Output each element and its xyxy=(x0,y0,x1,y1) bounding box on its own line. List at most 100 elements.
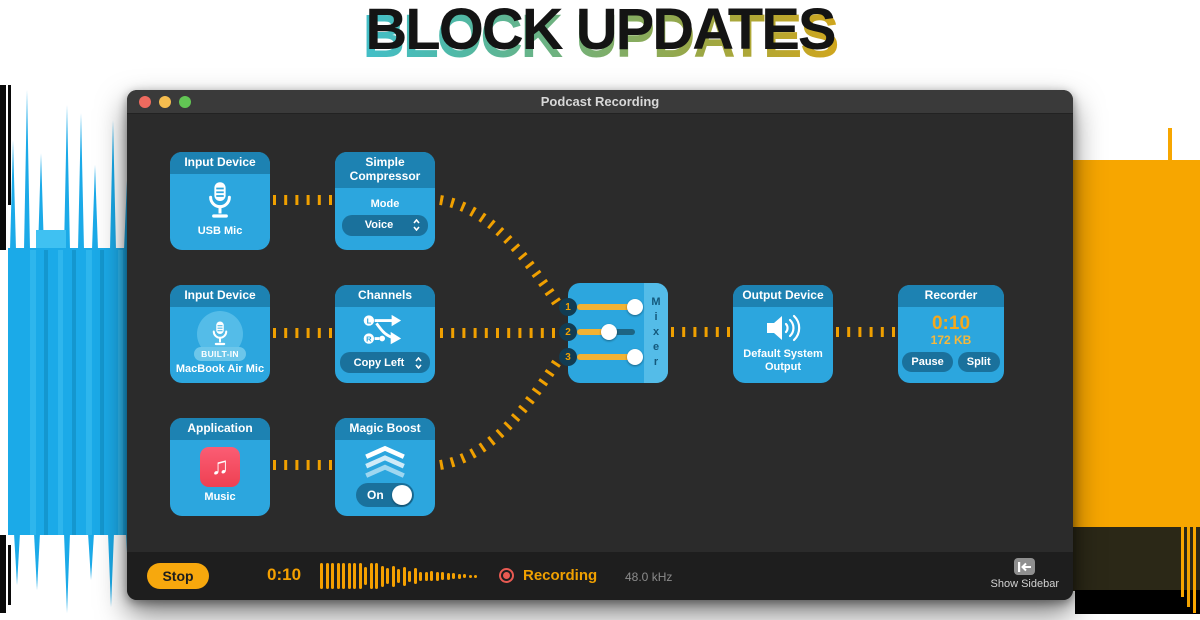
svg-text:L: L xyxy=(367,317,372,326)
window-title: Podcast Recording xyxy=(540,94,660,109)
waveform-bar xyxy=(353,563,356,589)
waveform-bar xyxy=(380,565,384,587)
wire-boost-to-mixer xyxy=(439,359,562,470)
block-header: Application xyxy=(170,418,270,440)
right-art xyxy=(1060,0,1200,620)
waveform-bar xyxy=(441,572,444,580)
mixer-slider-2[interactable] xyxy=(577,324,635,340)
block-input-device-usb[interactable]: Input Device USB Mic xyxy=(170,152,270,250)
mixer-slider-1[interactable] xyxy=(577,299,643,315)
block-header: Output Device xyxy=(733,285,833,307)
waveform-bar xyxy=(424,571,428,581)
waveform-bar xyxy=(430,571,433,581)
block-header: Magic Boost xyxy=(335,418,435,440)
channel-routing-icon: L R xyxy=(363,315,402,345)
recording-status: Recording xyxy=(523,567,598,584)
waveform-bar xyxy=(358,563,362,589)
waveform-bar xyxy=(364,567,367,585)
boost-chevrons-icon xyxy=(365,445,405,478)
statusbar-time: 0:10 xyxy=(267,565,302,584)
block-header: Input Device xyxy=(170,152,270,174)
block-label: USB Mic xyxy=(197,225,243,238)
waveform-bar xyxy=(402,566,406,586)
block-label: MacBook Air Mic xyxy=(175,362,265,375)
split-button[interactable]: Split xyxy=(957,352,1000,373)
mode-select[interactable]: Voice xyxy=(342,214,428,236)
slider-knob[interactable] xyxy=(627,299,643,315)
block-input-device-builtin[interactable]: Input Device BUILT-IN MacBook Air Mic xyxy=(170,285,270,383)
block-channels[interactable]: Channels L R Copy xyxy=(335,285,435,383)
minimize-button[interactable] xyxy=(159,95,171,108)
waveform-bar xyxy=(452,573,455,579)
boost-toggle-label: On xyxy=(367,487,384,502)
waveform xyxy=(320,552,477,600)
svg-text:R: R xyxy=(366,335,372,344)
block-mixer[interactable]: Mixer xyxy=(568,283,668,383)
record-icon xyxy=(499,568,514,583)
waveform-bar xyxy=(463,574,466,578)
waveform-bar xyxy=(391,565,395,587)
show-sidebar-button[interactable]: Show Sidebar xyxy=(990,558,1060,590)
mixer-port-2[interactable]: 2 xyxy=(559,323,577,341)
sidebar-icon xyxy=(1014,558,1036,575)
mixer-slider-3[interactable] xyxy=(577,349,643,365)
waveform-bar xyxy=(369,563,373,589)
toggle-knob xyxy=(392,484,412,505)
sample-rate: 48.0 kHz xyxy=(625,570,673,584)
mode-select-value: Voice xyxy=(364,219,394,232)
waveform-bar xyxy=(474,574,477,578)
right-art-black-block xyxy=(1075,590,1200,614)
block-output-device[interactable]: Output Device Default System Output xyxy=(733,285,833,383)
microphone-icon xyxy=(212,321,228,345)
waveform-bar xyxy=(419,571,422,581)
block-magic-boost[interactable]: Magic Boost On xyxy=(335,418,435,516)
wire-compressor-to-mixer xyxy=(439,195,562,306)
waveform-bar xyxy=(457,573,461,579)
boost-toggle[interactable]: On xyxy=(356,482,414,507)
block-header: Input Device xyxy=(170,285,270,307)
slider-knob[interactable] xyxy=(600,324,617,340)
mixer-sliders xyxy=(568,283,644,383)
block-label: Music xyxy=(204,491,236,504)
pause-button[interactable]: Pause xyxy=(902,352,953,373)
waveform-bar xyxy=(413,568,417,584)
close-button[interactable] xyxy=(139,95,151,108)
microphone-icon xyxy=(209,182,231,218)
waveform-bar xyxy=(375,563,378,589)
zoom-button[interactable] xyxy=(179,95,191,108)
titlebar[interactable]: Podcast Recording xyxy=(127,90,1073,114)
traffic-lights xyxy=(139,95,191,108)
block-recorder[interactable]: Recorder 0:10 172 KB Pause Split xyxy=(898,285,1004,383)
waveform-bar xyxy=(347,563,351,589)
waveform-bar xyxy=(320,563,323,589)
recorder-time: 0:10 xyxy=(931,313,971,335)
block-header: Recorder xyxy=(898,285,1004,307)
hero-title: BLOCK UPDATES BLOCK UPDATES xyxy=(0,0,1200,69)
block-simple-compressor[interactable]: Simple Compressor Mode Voice xyxy=(335,152,435,250)
waveform-bar xyxy=(336,563,340,589)
channels-select-value: Copy Left xyxy=(353,356,405,369)
block-header: Simple Compressor xyxy=(335,152,435,188)
mixer-port-1[interactable]: 1 xyxy=(559,298,577,316)
mixer-port-3[interactable]: 3 xyxy=(559,348,577,366)
channels-select[interactable]: Copy Left xyxy=(340,352,430,374)
waveform-bar xyxy=(446,572,450,580)
slider-knob[interactable] xyxy=(627,349,643,365)
chevron-up-down-icon xyxy=(413,219,420,232)
recorder-size: 172 KB xyxy=(930,333,972,348)
waveform-bar xyxy=(397,569,400,583)
show-sidebar-label: Show Sidebar xyxy=(990,578,1060,590)
right-art-orange-block xyxy=(1073,160,1200,527)
music-app-icon: ♫ xyxy=(200,447,240,488)
right-art-dark-block xyxy=(1073,527,1200,591)
right-art-spike xyxy=(1168,128,1172,164)
block-header: Channels xyxy=(335,285,435,307)
block-application[interactable]: Application ♫ Music xyxy=(170,418,270,516)
patch-canvas[interactable]: Input Device USB Mic Simple Compressor xyxy=(127,114,1073,552)
stop-button[interactable]: Stop xyxy=(147,563,209,589)
mixer-label: Mixer xyxy=(650,295,662,371)
waveform-bar xyxy=(325,563,329,589)
waveform-bar xyxy=(408,570,411,582)
waveform-bar xyxy=(468,574,472,578)
app-window: Podcast Recording Input Device xyxy=(127,90,1073,600)
